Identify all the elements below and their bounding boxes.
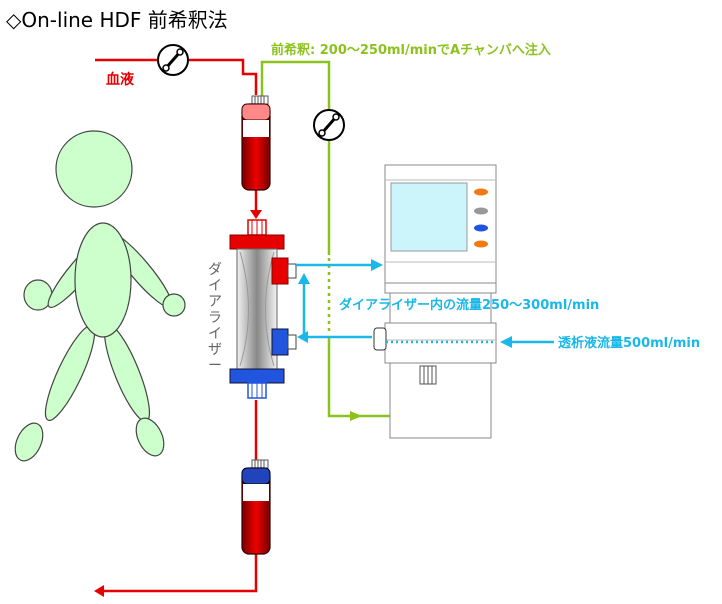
predilution-label: 前希釈: 200～250ml/minでAチャンバへ注入 [271,43,551,58]
dialysate-arrow-in [500,336,512,348]
dialysate-line [296,263,554,344]
blood-label: 血液 [106,72,134,88]
patient-figure [14,130,186,462]
blood-line [95,58,258,593]
dialyzer-flow-label: ダイアライザー内の流量250～300ml/min [339,298,600,313]
blood-arrow-out [94,585,104,597]
drip-chamber-arterial [241,95,271,191]
blood-pump-icon [157,44,189,76]
dialysate-arrow-left [297,331,308,343]
drip-chamber-venous [241,459,271,555]
substitution-arrow [350,411,362,421]
page-title: ◇On-line HDF 前希釈法 [6,8,228,32]
dialyzer-label: ダイアライザー [208,262,222,374]
dialysate-arrow-to-machine [371,259,383,271]
dialysate-flow-label: 透析液流量500ml/min [558,336,701,351]
substitution-pump-icon [313,109,345,141]
blood-arrow-down [250,210,262,219]
dialyzer [229,219,297,399]
dialysate-arrow-up [298,273,310,284]
hdf-machine [373,164,497,439]
